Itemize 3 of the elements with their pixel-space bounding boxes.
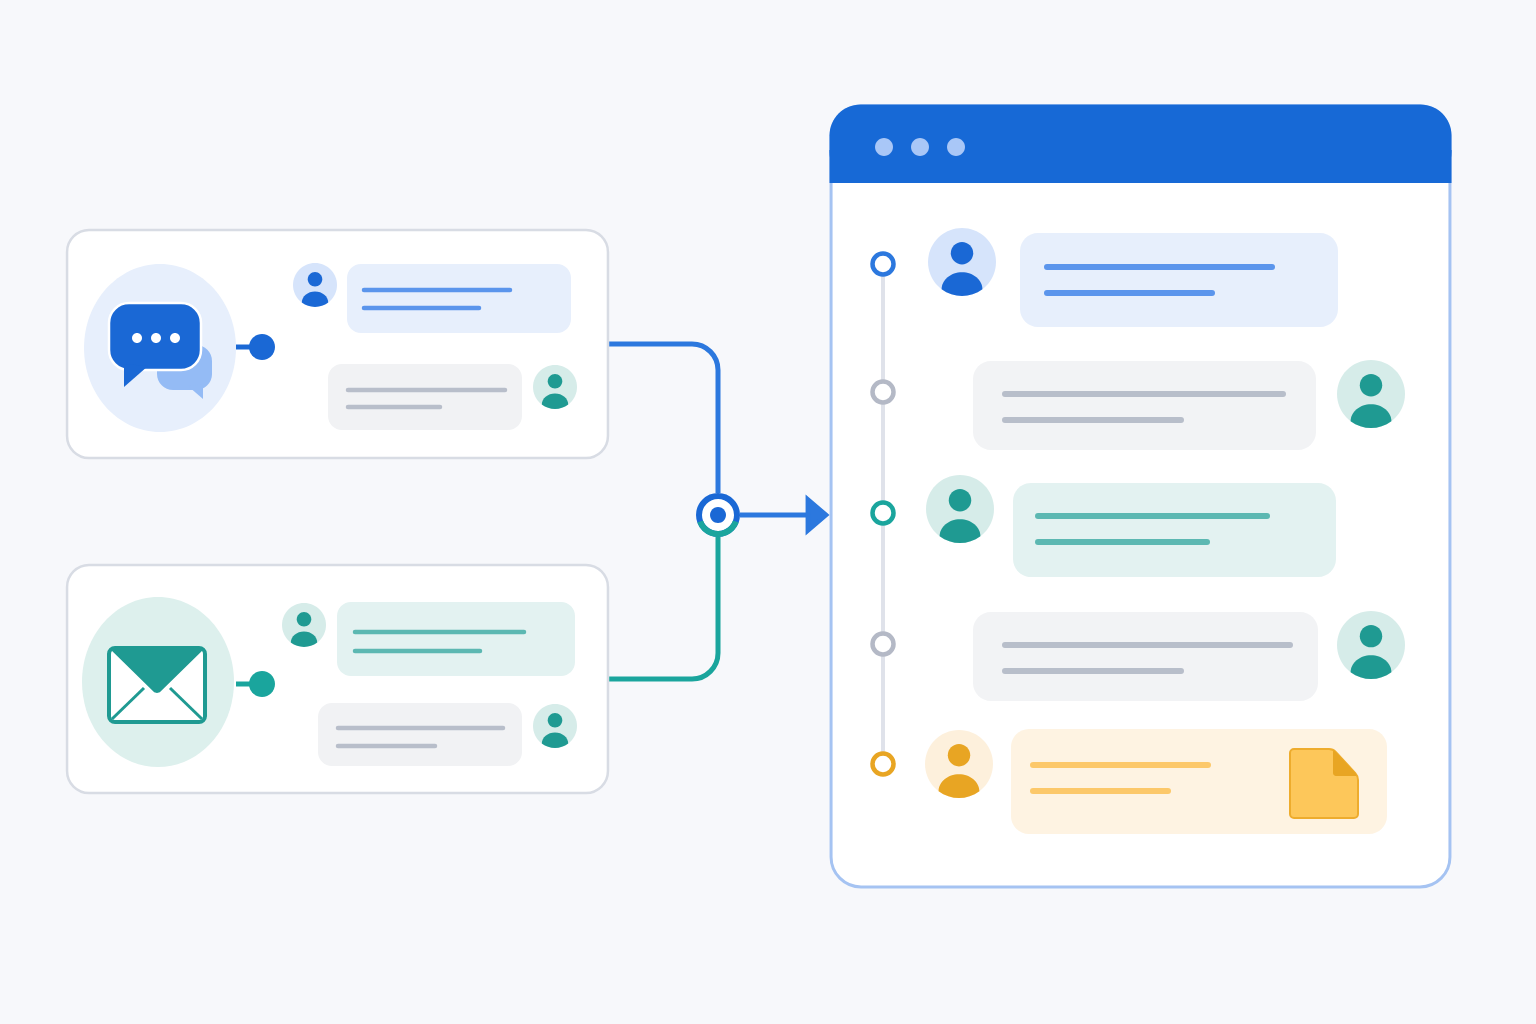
connector-line — [609, 537, 721, 682]
junction-circle — [696, 493, 740, 537]
connector-line — [609, 341, 721, 493]
